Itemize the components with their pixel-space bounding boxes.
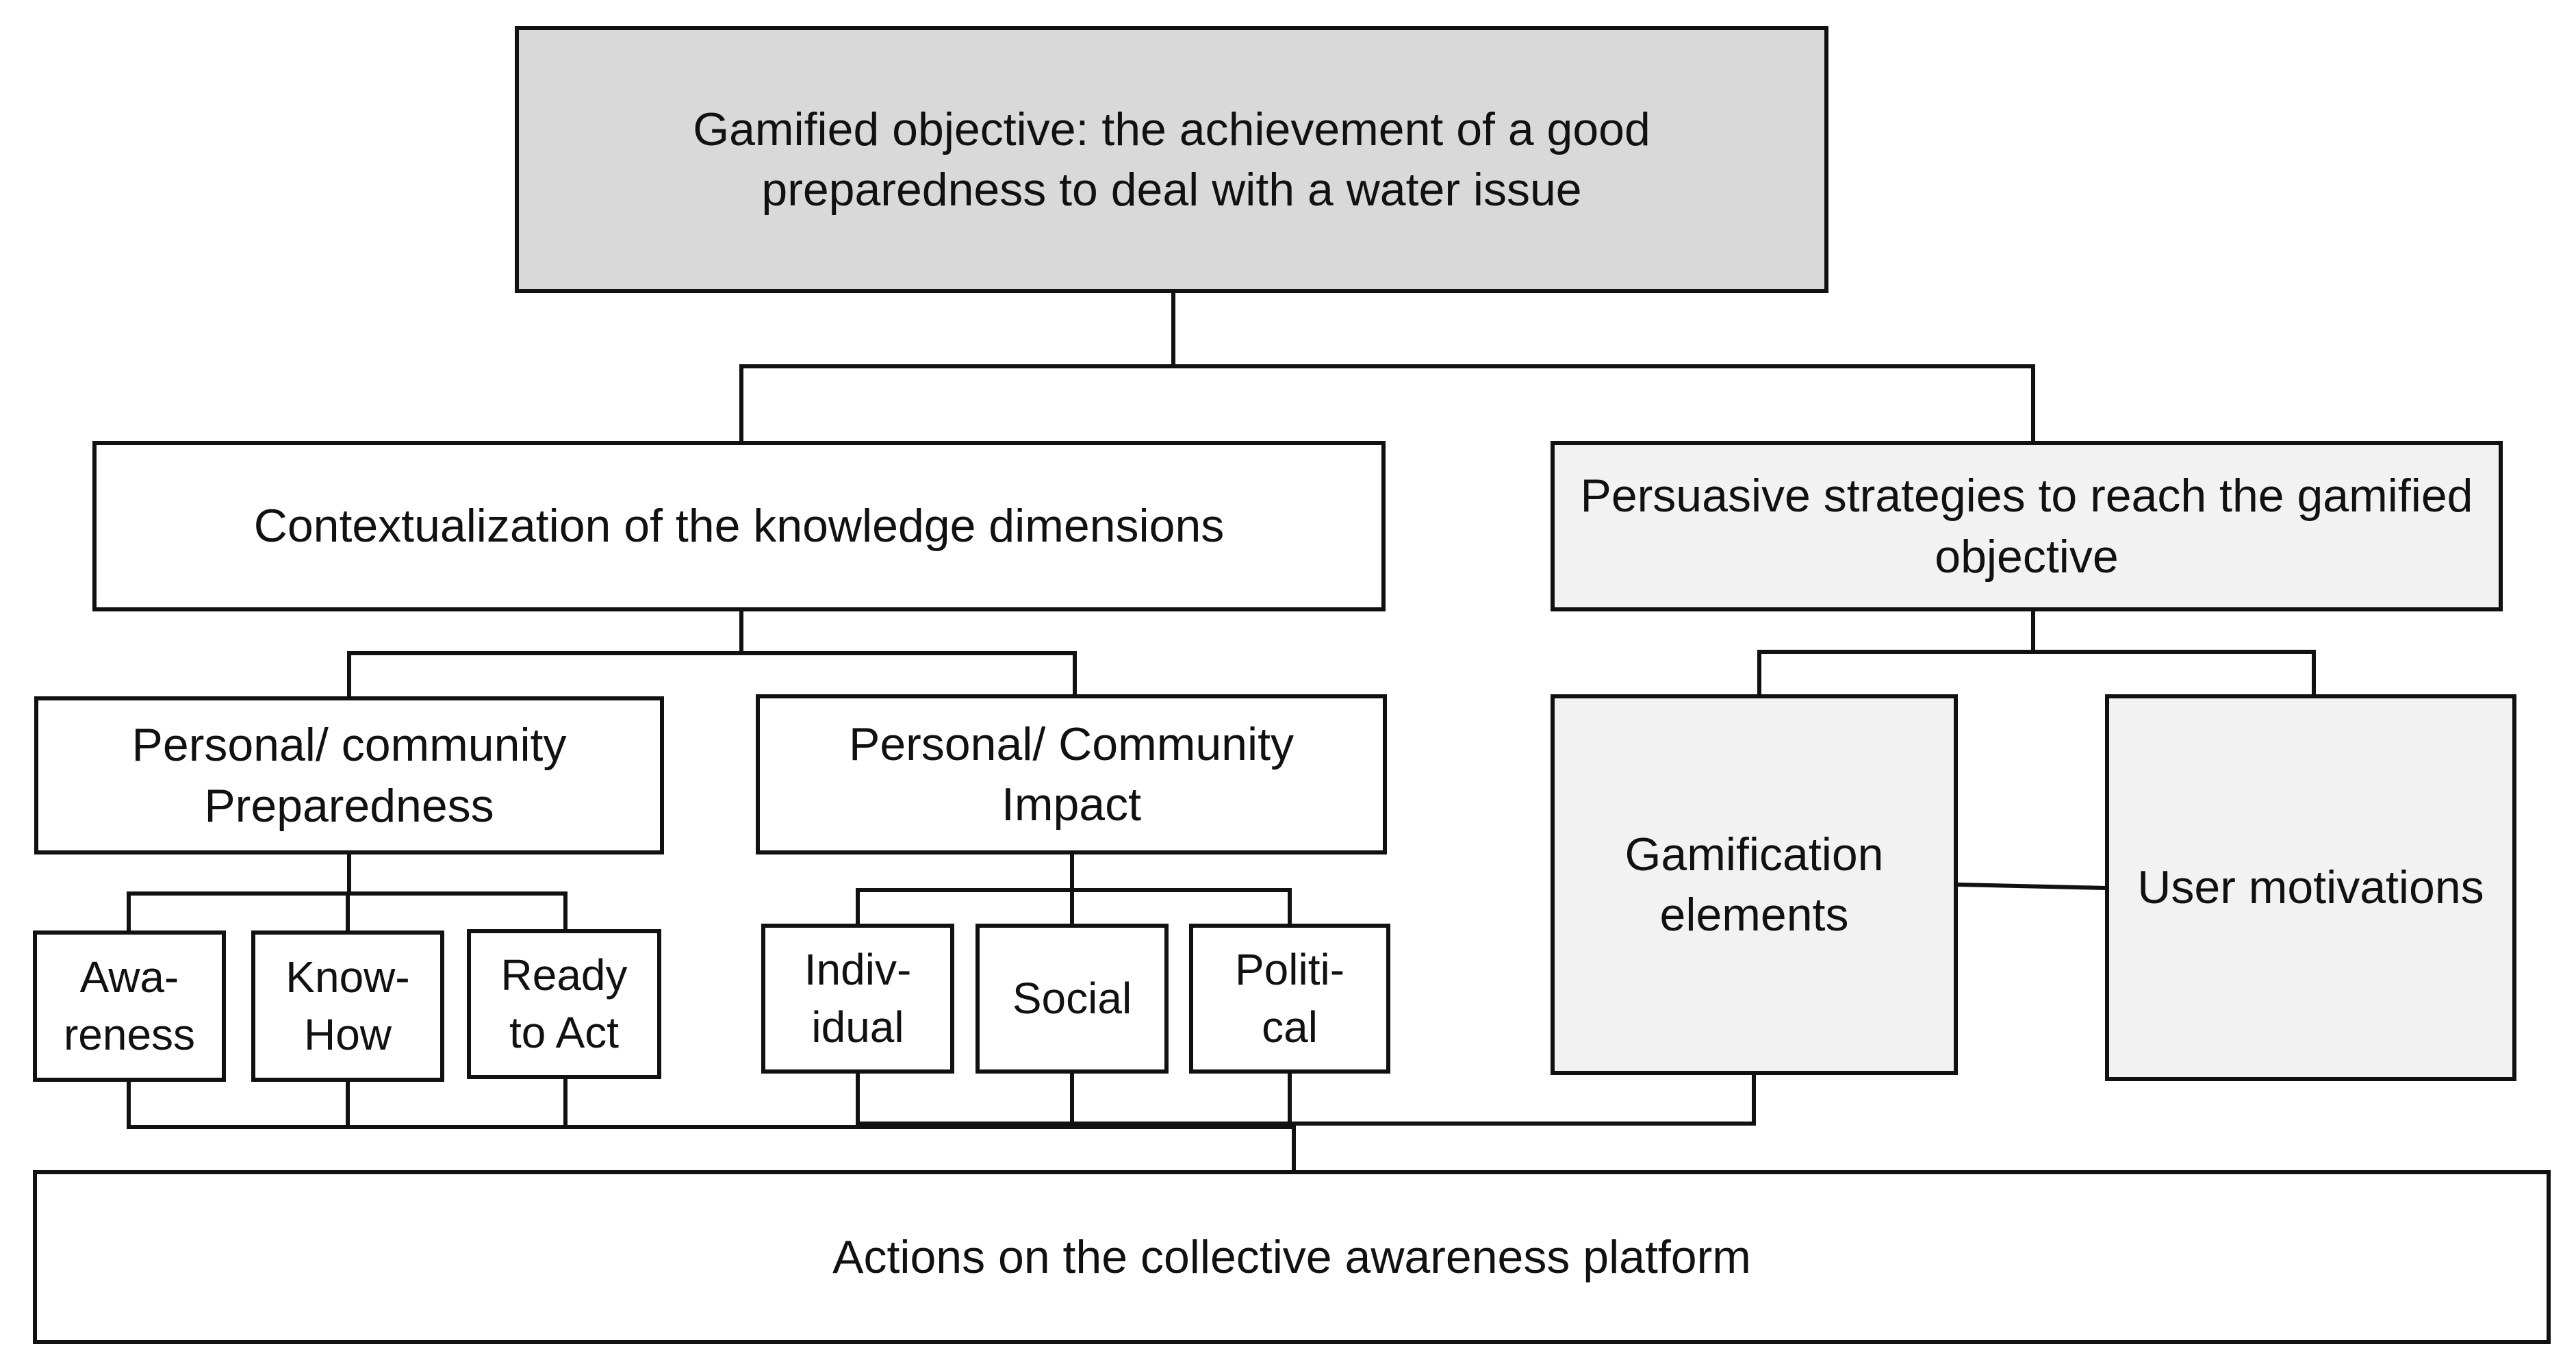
gamification-elements-box: Gamification elements	[1551, 694, 1958, 1075]
contextualization-label: Contextualization of the knowledge dimen…	[253, 500, 1225, 553]
individual-label: Indiv-idual	[804, 945, 912, 1052]
knowhow-label: Know-How	[285, 952, 410, 1059]
objective-box: Gamified objective: the achievement of a…	[515, 26, 1828, 293]
individual-box: Indiv-idual	[761, 924, 954, 1074]
persuasive-strategies-box: Persuasive strategies to reach the gamif…	[1551, 441, 2503, 611]
awareness-label: Awa-reness	[63, 952, 196, 1059]
persuasive-strategies-label: Persuasive strategies to reach the gamif…	[1580, 470, 2473, 583]
social-label: Social	[1012, 973, 1132, 1023]
actions-box: Actions on the collective awareness plat…	[33, 1170, 2551, 1344]
political-box: Politi-cal	[1189, 924, 1390, 1074]
contextualization-box: Contextualization of the knowledge dimen…	[92, 441, 1386, 611]
user-motivations-label: User motivations	[2137, 861, 2484, 914]
objective-label: Gamified objective: the achievement of a…	[693, 103, 1650, 216]
preparedness-box: Personal/ community Preparedness	[34, 696, 664, 854]
connector-gamification-motivations	[1955, 882, 2110, 891]
user-motivations-box: User motivations	[2105, 694, 2516, 1081]
knowhow-box: Know-How	[251, 930, 444, 1082]
preparedness-label: Personal/ community Preparedness	[131, 719, 567, 832]
ready-to-act-box: Ready to Act	[467, 929, 661, 1079]
social-box: Social	[975, 924, 1169, 1074]
gamification-elements-label: Gamification elements	[1624, 828, 1884, 941]
impact-label: Personal/ Community Impact	[848, 718, 1295, 831]
impact-box: Personal/ Community Impact	[756, 694, 1387, 854]
awareness-box: Awa-reness	[33, 930, 226, 1082]
political-label: Politi-cal	[1234, 945, 1345, 1052]
ready-to-act-label: Ready to Act	[500, 950, 628, 1057]
actions-label: Actions on the collective awareness plat…	[832, 1230, 1751, 1283]
